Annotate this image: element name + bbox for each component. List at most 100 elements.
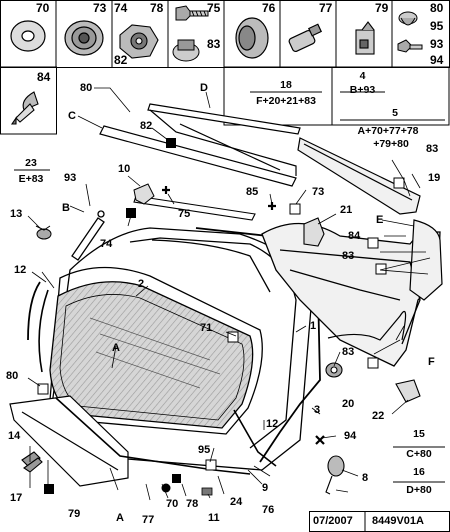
callout-95: 95 (198, 444, 211, 456)
callout-82: 82 (140, 120, 153, 132)
formula-15-expr: C+80 (406, 448, 432, 460)
header-label-76: 76 (262, 1, 276, 15)
header-label-74: 74 (114, 1, 128, 15)
lamp-22 (395, 379, 421, 403)
callout-71: 71 (200, 322, 213, 334)
callout-11: 11 (208, 512, 220, 524)
leader-lines (27, 87, 431, 501)
callout-1: 1 (310, 320, 317, 332)
callout-14: 14 (8, 430, 21, 442)
callout-74: 74 (100, 238, 113, 250)
callout-F: F (428, 356, 435, 368)
header-label-78: 78 (150, 1, 164, 15)
side-trim-panel (409, 219, 443, 301)
callout-94: 94 (344, 430, 357, 442)
header-label-73: 73 (93, 1, 107, 15)
filled-square-markers (44, 138, 181, 494)
screw-93-icon (397, 39, 423, 53)
callout-77: 77 (142, 514, 155, 526)
bracket-21 (303, 217, 325, 247)
callout-D: D (200, 82, 208, 94)
callout-B: B (62, 202, 70, 214)
rear-glass-panel (49, 281, 254, 429)
header-label-75: 75 (207, 1, 221, 15)
washer-70-icon (10, 20, 46, 52)
formula-16-expr: D+80 (406, 484, 432, 496)
open-square-markers (37, 177, 405, 471)
formula-23-expr: E+83 (18, 173, 44, 185)
plug-77-icon (288, 23, 323, 53)
clip-83-icon (172, 39, 200, 62)
callout-80-top: 80 (80, 82, 93, 94)
inner-trim-panel (261, 222, 441, 367)
header-label-79: 79 (375, 1, 389, 15)
callout-13: 13 (10, 208, 23, 220)
callout-83-mid: 83 (342, 250, 355, 262)
callout-75: 75 (178, 208, 191, 220)
callout-70: 70 (166, 498, 179, 510)
callout-8: 8 (362, 472, 369, 484)
harness-F (327, 310, 407, 341)
lower-seal-A (55, 397, 251, 475)
callout-C: C (68, 110, 76, 122)
header-label-82: 82 (114, 53, 128, 67)
header-label-93: 93 (430, 37, 444, 51)
formula-4-num: 4 (359, 70, 366, 82)
callout-93: 93 (64, 172, 77, 184)
lower-spoiler-strip (133, 195, 256, 221)
formula-frame (223, 66, 450, 126)
formula-5-expr2: +79+80 (373, 138, 409, 150)
callout-E: E (376, 214, 384, 226)
callout-9: 9 (262, 482, 269, 494)
callout-A-mid: A (112, 342, 120, 354)
callout-A: A (116, 512, 124, 524)
callout-78: 78 (186, 498, 199, 510)
formula-5-num: 5 (392, 107, 398, 119)
circle-marker-70 (161, 483, 171, 493)
lock-8 (325, 455, 345, 495)
callout-76: 76 (262, 504, 275, 516)
header-label-84: 84 (37, 70, 51, 84)
callout-12-right: 12 (266, 418, 279, 430)
formula-15-num: 15 (413, 428, 425, 440)
formula-18-expr: F+20+21+83 (256, 95, 316, 107)
callout-3: 3 (314, 404, 321, 416)
callout-21: 21 (340, 204, 353, 216)
emblem-14 (21, 451, 43, 473)
formula-18-num: 18 (280, 79, 292, 91)
callout-80-low: 80 (6, 370, 19, 382)
side-seal-right (233, 409, 277, 467)
callout-12-left: 12 (14, 264, 27, 276)
screw-75-icon (175, 5, 209, 21)
hinge-10 (133, 183, 155, 205)
callout-79: 79 (68, 508, 81, 520)
header-label-95: 95 (430, 19, 444, 33)
lower-trim-plate (9, 395, 129, 487)
callout-22: 22 (372, 410, 385, 422)
callout-10: 10 (118, 163, 131, 175)
grommet-73-icon (64, 20, 104, 56)
header-label-70: 70 (36, 1, 50, 15)
formula-4-expr: B+93 (349, 84, 376, 96)
small-tab-11 (201, 487, 213, 496)
side-seal-left-b (38, 289, 49, 373)
formula-5-expr: A+70+77+78 (357, 125, 419, 137)
callout-20: 20 (342, 398, 355, 410)
header-label-77: 77 (319, 1, 333, 15)
formula-23-num: 23 (25, 157, 37, 169)
clip-79-icon (355, 21, 375, 55)
grommet-20 (325, 362, 343, 378)
callout-84: 84 (348, 230, 361, 242)
callout-2: 2 (138, 278, 145, 290)
clip-80-icon (398, 11, 418, 26)
upper-trim-strip (99, 103, 301, 187)
header-label-94: 94 (430, 53, 444, 67)
callout-85: 85 (246, 186, 259, 198)
ball-joint-13 (35, 225, 52, 240)
push-rivet-84-icon (10, 91, 39, 125)
glass-seal (49, 266, 263, 435)
footer-reference: 8449V01A (372, 515, 424, 527)
callout-83-low: 83 (342, 346, 355, 358)
